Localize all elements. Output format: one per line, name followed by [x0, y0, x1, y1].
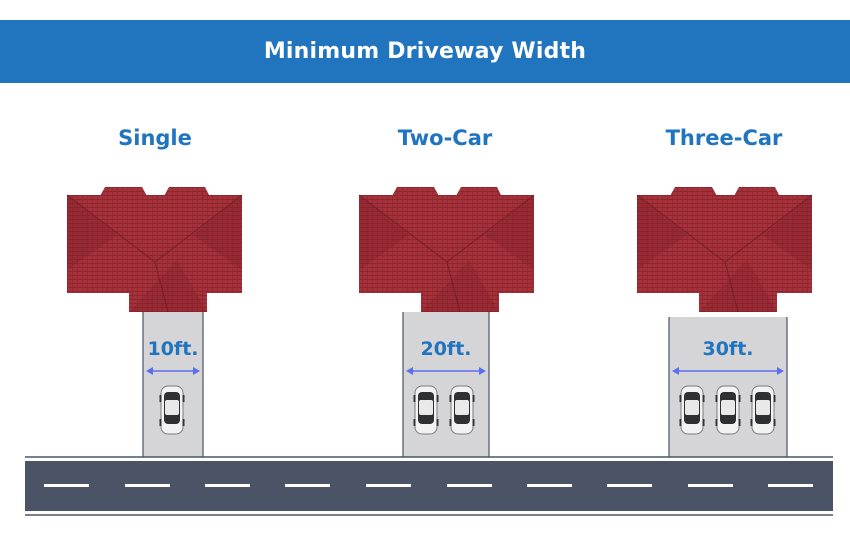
arrowhead-left — [406, 367, 413, 375]
driveway-type-three-car: Three-Car — [665, 126, 783, 150]
roof-ridge-line — [724, 261, 739, 313]
driveway-single — [66, 187, 243, 457]
road — [25, 456, 833, 516]
lane-dash — [125, 484, 170, 487]
roof-facet — [359, 195, 409, 270]
roof-ridge-line — [724, 194, 813, 263]
roof-body — [359, 195, 534, 312]
roof-ridge-line — [446, 261, 461, 313]
arrowhead-right — [777, 367, 784, 375]
lane-markings — [44, 484, 813, 487]
roof-facet — [699, 260, 777, 312]
car-wheel — [738, 419, 741, 426]
lane-dash — [44, 484, 89, 487]
roof-body — [637, 195, 812, 312]
house-roof — [636, 187, 813, 313]
lane-dash — [688, 484, 733, 487]
driveway-two-car — [358, 187, 535, 457]
car-wheel — [182, 419, 185, 426]
car-cabin — [165, 400, 179, 415]
car-wheel — [715, 419, 718, 426]
car-wheel — [750, 395, 753, 402]
car-wheel — [472, 395, 475, 402]
car-wheel — [413, 395, 416, 402]
car-icon — [750, 385, 776, 435]
lane-dash — [447, 484, 492, 487]
width-label-three-car: 30ft. — [702, 338, 754, 360]
car-wheel — [449, 419, 452, 426]
car-wheel — [413, 419, 416, 426]
car-cabin — [685, 400, 699, 415]
car-wheel — [159, 419, 162, 426]
car-icon — [413, 385, 439, 435]
car-wheel — [773, 419, 776, 426]
car-wheel — [449, 395, 452, 402]
car-cabin — [455, 400, 469, 415]
car-wheel — [702, 395, 705, 402]
roof-ridge-line — [636, 194, 726, 263]
driveway-three-car — [636, 187, 813, 457]
roof-body — [67, 195, 242, 312]
car-cabin — [756, 400, 770, 415]
car-wheel — [702, 419, 705, 426]
width-label-single: 10ft. — [147, 338, 199, 360]
arrowhead-right — [479, 367, 486, 375]
lane-dash — [205, 484, 250, 487]
page-title: Minimum Driveway Width — [263, 39, 587, 64]
arrowhead-left — [146, 367, 153, 375]
width-label-two-car: 20ft. — [420, 338, 472, 360]
car-wheel — [738, 395, 741, 402]
roof-facet — [421, 260, 499, 312]
roof-facet — [485, 195, 534, 270]
arrowhead-right — [193, 367, 200, 375]
lane-dash — [285, 484, 330, 487]
roof-facet — [67, 195, 117, 270]
lane-dash — [607, 484, 652, 487]
car-wheel — [750, 419, 753, 426]
driveway-type-single: Single — [118, 126, 192, 150]
driveway-type-two-car: Two-Car — [397, 126, 493, 150]
lane-dash — [366, 484, 411, 487]
car-wheel — [715, 395, 718, 402]
roof-ridge-line — [358, 194, 448, 263]
roof-ridge-line — [446, 194, 535, 263]
header-banner: Minimum Driveway Width — [0, 20, 850, 83]
driveway-slab — [143, 312, 203, 457]
roof-facet — [637, 195, 687, 270]
car-wheel — [472, 419, 475, 426]
house-roof — [66, 187, 243, 313]
roof-facet — [193, 195, 242, 270]
roof-facet — [763, 195, 812, 270]
driveway-slab — [403, 312, 489, 457]
car-cabin — [721, 400, 735, 415]
car-wheel — [159, 395, 162, 402]
car-icon — [715, 385, 741, 435]
car-wheel — [182, 395, 185, 402]
arrowhead-left — [672, 367, 679, 375]
roof-ridge-line — [154, 261, 169, 313]
lane-dash — [527, 484, 572, 487]
house-roof — [358, 187, 535, 313]
car-wheel — [679, 419, 682, 426]
car-wheel — [436, 419, 439, 426]
car-wheel — [436, 395, 439, 402]
car-cabin — [419, 400, 433, 415]
car-icon — [449, 385, 475, 435]
car-wheel — [679, 395, 682, 402]
car-wheel — [773, 395, 776, 402]
roof-ridge-line — [66, 194, 156, 263]
lane-dash — [768, 484, 813, 487]
roof-facet — [129, 260, 207, 312]
car-icon — [679, 385, 705, 435]
car-icon — [159, 385, 185, 435]
roof-ridge-line — [154, 194, 243, 263]
